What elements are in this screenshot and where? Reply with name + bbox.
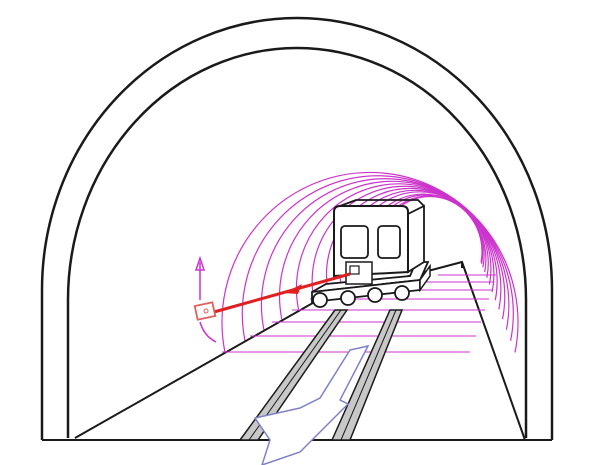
scanner-sensor-icon — [195, 302, 216, 319]
rotation-arrow-icon — [196, 258, 216, 342]
wheel-4 — [395, 286, 409, 300]
wheel-2 — [341, 291, 355, 305]
inspection-vehicle — [312, 200, 430, 307]
wheel-3 — [368, 288, 382, 302]
wheel-1 — [313, 293, 327, 307]
vehicle-window-left — [341, 226, 368, 258]
vehicle-window-right — [378, 226, 400, 258]
vehicle-cab-side — [408, 206, 424, 272]
